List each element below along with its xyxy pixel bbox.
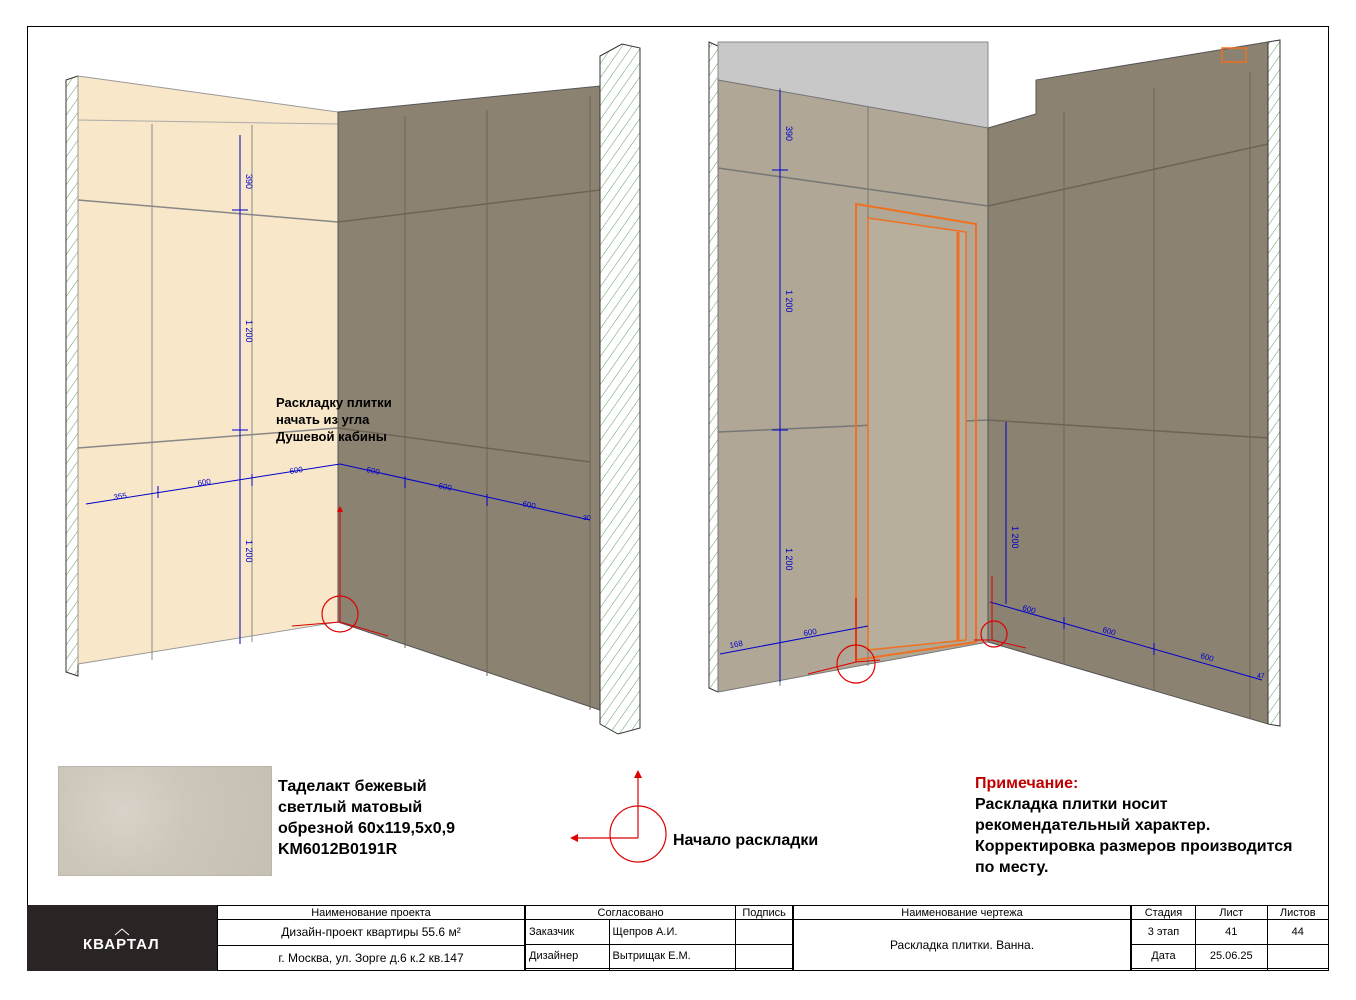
material-line: обрезной 60х119,5х0,9: [278, 820, 455, 837]
left-dim-1200-a: 1 200: [244, 320, 254, 343]
sheets-value: 44: [1266, 919, 1330, 945]
left-origin-marker: [291, 506, 389, 637]
customer-name: Щепров А.И.: [608, 919, 737, 945]
right-hdim-600-d: 600: [1199, 651, 1215, 663]
right-hdim-47: 47: [1257, 673, 1265, 680]
drawing-name: Раскладка плитки. Ванна.: [793, 919, 1131, 971]
left-hdim-30: 30: [583, 515, 591, 522]
agreed-header: Согласовано: [524, 905, 737, 920]
door-frame: [855, 202, 977, 662]
remark-title: Примечание:: [975, 775, 1079, 792]
project-cell: Наименование проекта Дизайн-проект кварт…: [217, 905, 525, 971]
right-hdim-600-a: 600: [803, 627, 818, 638]
left-hdim-355: 355: [113, 491, 128, 502]
left-wall-view: 390 1 200 1 200 355 600 600 600 600 600 …: [65, 43, 641, 735]
right-origin-marker-a: [807, 598, 881, 684]
tile-layout-drawing: 390 1 200 1 200 355 600 600 600 600 600 …: [65, 39, 1281, 863]
left-hdim-600-c: 600: [366, 465, 381, 477]
legend-origin-symbol: [570, 770, 667, 863]
right-view-right-section: [1267, 39, 1281, 727]
beige-wall: [77, 75, 339, 665]
customer-label: Заказчик: [525, 919, 610, 945]
left-hdim-600-d: 600: [438, 481, 453, 493]
right-dim-1200-c: 1 200: [1010, 526, 1020, 549]
left-hdim-600-e: 600: [522, 499, 537, 511]
date-value: 25.06.25: [1194, 943, 1268, 970]
sheets-header: Листов: [1266, 905, 1330, 920]
side-wall: [987, 41, 1269, 725]
signature-header: Подпись: [735, 905, 793, 920]
customer-signature: [735, 919, 793, 945]
stage-value: 3 этап: [1131, 919, 1196, 945]
note-line: Душевой кабины: [276, 429, 387, 444]
material-description: Таделакт бежевый светлый матовый обрезно…: [278, 776, 455, 860]
right-dim-1200-b: 1 200: [784, 548, 794, 571]
material-swatch: [58, 766, 272, 876]
drawing-cell: Наименование чертежа Раскладка плитки. В…: [793, 905, 1131, 971]
note-line: начать из угла: [276, 412, 370, 427]
layout-start-note: Раскладку плитки начать из угла Душевой …: [276, 394, 392, 445]
right-view-left-section: [708, 41, 719, 693]
date-label: Дата: [1131, 943, 1196, 970]
agreement-cell: Согласовано Подпись Заказчик Щепров А.И.…: [524, 905, 793, 971]
project-header: Наименование проекта: [217, 905, 525, 920]
material-line: светлый матовый: [278, 799, 423, 816]
right-hdim-168: 168: [729, 639, 744, 650]
project-line1: Дизайн-проект квартиры 55.6 м²: [217, 919, 525, 946]
remark-line: Корректировка размеров производится: [975, 838, 1293, 855]
material-line: KM6012B0191R: [278, 841, 398, 858]
right-wall-section: [599, 43, 641, 735]
note-line: Раскладку плитки: [276, 395, 392, 410]
left-wall-section: [65, 75, 79, 677]
door-leaf: [867, 217, 967, 651]
left-hdim-600-a: 600: [197, 477, 212, 488]
drawing-sheet-frame: [27, 26, 1329, 971]
logo-house-icon: [114, 928, 130, 936]
designer-signature: [735, 943, 793, 970]
origin-legend-label: Начало раскладки: [673, 832, 819, 849]
left-dim-1200-b: 1 200: [244, 540, 254, 563]
right-origin-marker-b: [974, 576, 1027, 649]
project-line2: г. Москва, ул. Зорге д.6 к.2 кв.147: [217, 944, 525, 971]
remark-line: Раскладка плитки носит: [975, 796, 1168, 813]
designer-label: Дизайнер: [525, 943, 610, 970]
right-dim-390: 390: [784, 126, 794, 141]
company-logo: КВАРТАЛ: [27, 905, 217, 971]
right-wall-view: 390 1 200 1 200 1 200 168 600 600 600 60…: [708, 39, 1281, 727]
title-block: Наименование проекта Дизайн-проект кварт…: [27, 905, 1330, 971]
remark-line: по месту.: [975, 859, 1049, 876]
sheet-header: Лист: [1194, 905, 1268, 920]
right-hdim-600-b: 600: [1021, 603, 1037, 615]
left-dim-390: 390: [244, 174, 254, 189]
sheet-value: 41: [1194, 919, 1268, 945]
remark-line: рекомендательный характер.: [975, 817, 1211, 834]
logo-name: КВАРТАЛ: [83, 936, 160, 953]
drawing-header: Наименование чертежа: [793, 905, 1131, 920]
right-dim-1200-a: 1 200: [784, 290, 794, 313]
material-line: Таделакт бежевый: [278, 778, 427, 795]
designer-name: Вытрищак Е.М.: [608, 943, 737, 970]
right-hdim-600-c: 600: [1101, 625, 1117, 637]
left-hdim-600-b: 600: [289, 465, 304, 476]
stage-header: Стадия: [1131, 905, 1196, 920]
sheet-info-cell: Стадия Лист Листов 3 этап 41 44 Дата 25.…: [1131, 905, 1330, 971]
remark-block: Примечание: Раскладка плитки носит реком…: [975, 773, 1315, 878]
